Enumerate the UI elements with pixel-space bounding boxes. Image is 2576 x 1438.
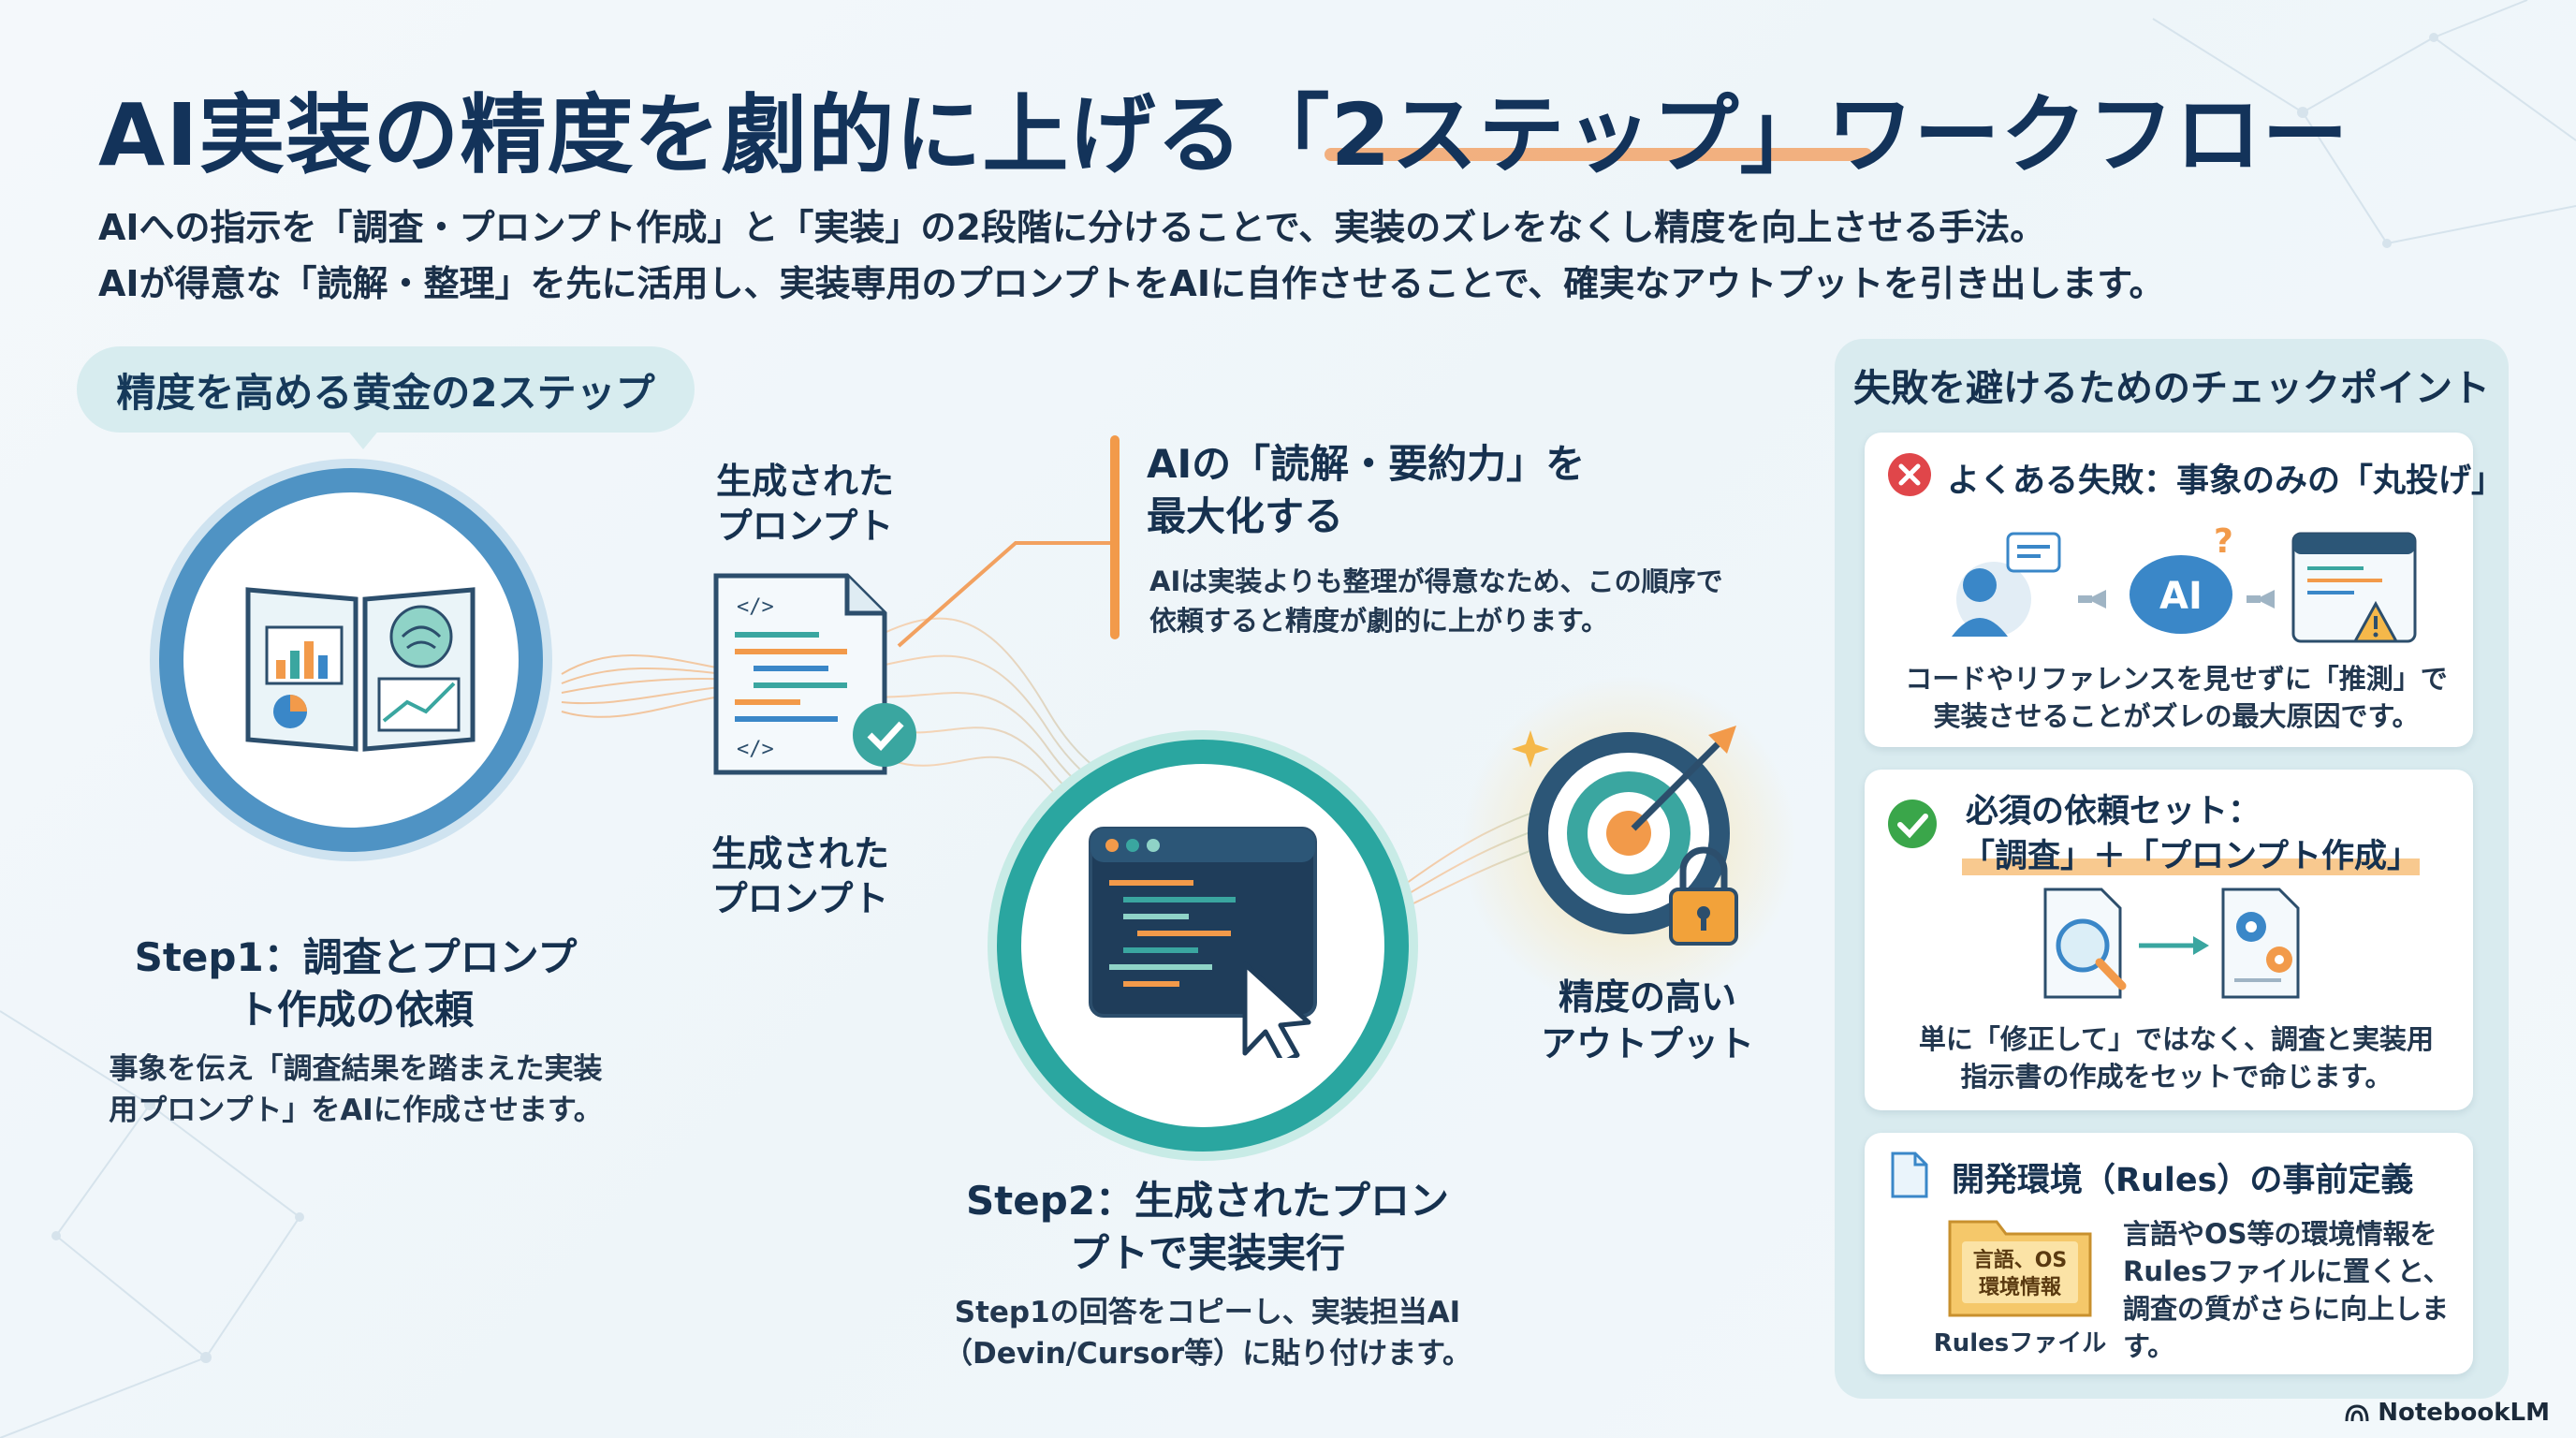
card1-text-line1: コードやリファレンスを見せずに「推測」で (1905, 663, 2448, 695)
card2-text-line1: 単に「修正して」ではなく、調査と実装用 (1918, 1023, 2435, 1055)
callout-title: AIの「読解・要約力」を 最大化する (1147, 438, 1585, 543)
target-lock-icon (1512, 726, 1738, 946)
steps-pill: 精度を高める黄金の2ステップ (77, 346, 695, 433)
callout-desc: AIは実装よりも整理が得意なため、この順序で 依頼すると精度が劇的に上がります。 (1149, 562, 1723, 640)
title-highlight: 「2ステップ」 (1243, 85, 1827, 185)
generated-prompt-label-bottom-line1: 生成された (710, 833, 889, 874)
code-editor-cursor-icon (1089, 827, 1317, 1058)
card1-heading: よくある失敗：事象のみの「丸投げ」 (1947, 462, 2505, 500)
output-label-line1: 精度の高い (1558, 976, 1736, 1018)
card3-text-line1: 言語やOS等の環境情報を (2123, 1218, 2437, 1250)
research-to-document-illustration (2043, 888, 2300, 999)
card1-text: コードやリファレンスを見せずに「推測」で 実装させることがズレの最大原因です。 (1886, 660, 2466, 735)
generated-prompt-label-top: 生成された プロンプト (655, 459, 955, 549)
subtitle-line-1: AIへの指示を「調査・プロンプト作成」と「実装」の2段階に分けることで、実装のズ… (98, 207, 2046, 248)
step1-circle (159, 468, 543, 852)
callout-desc-line1: AIは実装よりも整理が得意なため、この順序で (1149, 565, 1723, 597)
card2-heading-line2: 「調査」＋「プロンプト作成」 (1962, 829, 2420, 877)
question-mark: ? (2214, 522, 2233, 561)
brand-name: NotebookLM (2378, 1399, 2550, 1427)
title-tail: ワークフロー (1826, 85, 2349, 185)
subtitle-line-2: AIが得意な「読解・整理」を先に活用し、実装専用のプロンプトをAIに自作させるこ… (98, 263, 2165, 304)
step1-title-line1: Step1：調査とプロンプ (134, 934, 578, 980)
card2-heading-highlight: 「調査」＋「プロンプト作成」 (1962, 838, 2420, 875)
rules-file-label: Rulesファイル (1933, 1329, 2107, 1357)
card3-text-line3: 調査の質がさらに向上しま (2123, 1293, 2450, 1325)
folder-label-line1: 言語、OS (1973, 1248, 2068, 1272)
step2-desc-line1: Step1の回答をコピーし、実装担当AI (954, 1296, 1461, 1329)
step1-desc-line1: 事象を伝え「調査結果を踏まえた実装 (109, 1052, 603, 1086)
step1-desc-line2: 用プロンプト」をAIに作成させます。 (109, 1093, 603, 1127)
generated-prompt-label-bottom-line2: プロンプト (711, 878, 889, 919)
generated-prompt-label-bottom: 生成された プロンプト (646, 831, 955, 921)
folder-label-line2: 環境情報 (1979, 1275, 2062, 1299)
step1-desc: 事象を伝え「調査結果を踏まえた実装 用プロンプト」をAIに作成させます。 (94, 1049, 618, 1131)
card3-text: 言語やOS等の環境情報を Rulesファイルに置くと、 調査の質がさらに向上しま… (2123, 1215, 2469, 1365)
callout-title-line2: 最大化する (1147, 493, 1344, 539)
callout-desc-line2: 依頼すると精度が劇的に上がります。 (1149, 605, 1609, 637)
title-underline (1325, 148, 1872, 161)
failure-flow-illustration: AI ? (1952, 522, 2417, 643)
card1-text-line2: 実装させることがズレの最大原因です。 (1933, 700, 2420, 732)
folder-icon: 言語、OS 環境情報 (1948, 1220, 2092, 1317)
output-label: 精度の高い アウトプット (1479, 974, 1816, 1067)
error-x-icon (1888, 453, 1931, 496)
file-icon (1891, 1152, 1928, 1198)
generated-prompt-label-top-line1: 生成された (715, 461, 894, 502)
card2-text-line2: 指示書の作成をセットで命じます。 (1960, 1061, 2393, 1093)
ai-label: AI (2159, 575, 2203, 618)
brand-badge: NotebookLM (2344, 1399, 2550, 1427)
step2-desc-line2: （Devin/Cursor等）に貼り付けます。 (943, 1337, 1472, 1371)
notebooklm-logo-icon (2345, 1404, 2369, 1422)
pill-pointer (346, 429, 380, 449)
callout-title-line1: AIの「読解・要約力」を (1147, 441, 1586, 487)
step1-title: Step1：調査とプロンプ ト作成の依頼 (112, 932, 599, 1036)
step1-title-line2: ト作成の依頼 (237, 987, 474, 1033)
output-label-line2: アウトプット (1540, 1023, 1754, 1064)
code-tag-bottom: </> (737, 738, 774, 761)
check-circle-icon (1888, 800, 1937, 848)
checkpoint-card-required (1865, 770, 2473, 1110)
step2-title-line2: プトで実装実行 (1069, 1230, 1345, 1276)
open-book-report-icon (245, 587, 476, 752)
prompt-document-icon: </> </> (713, 573, 916, 775)
page-title: AI実装の精度を劇的に上げる「2ステップ」ワークフロー (98, 66, 2349, 190)
card2-heading-line1: 必須の依頼セット： (1966, 793, 2261, 830)
code-tag-top: </> (737, 595, 774, 619)
card2-text: 単に「修正して」ではなく、調査と実装用 指示書の作成をセットで命じます。 (1886, 1020, 2466, 1095)
title-main: AI実装の精度を劇的に上げる (98, 85, 1244, 185)
card3-heading: 開発環境（Rules）の事前定義 (1952, 1162, 2414, 1199)
card3-text-line2: Rulesファイルに置くと、 (2123, 1255, 2451, 1287)
step2-title: Step2：生成されたプロン プトで実装実行 (964, 1175, 1451, 1280)
checkpoint-panel-title: 失敗を避けるためのチェックポイント (1853, 367, 2490, 410)
generated-prompt-label-top-line2: プロンプト (716, 506, 894, 547)
step2-title-line1: Step2：生成されたプロン (965, 1178, 1450, 1224)
card3-text-line4: す。 (2123, 1330, 2175, 1362)
step2-desc: Step1の回答をコピーし、実装担当AI （Devin/Cursor等）に貼り付… (936, 1292, 1479, 1374)
